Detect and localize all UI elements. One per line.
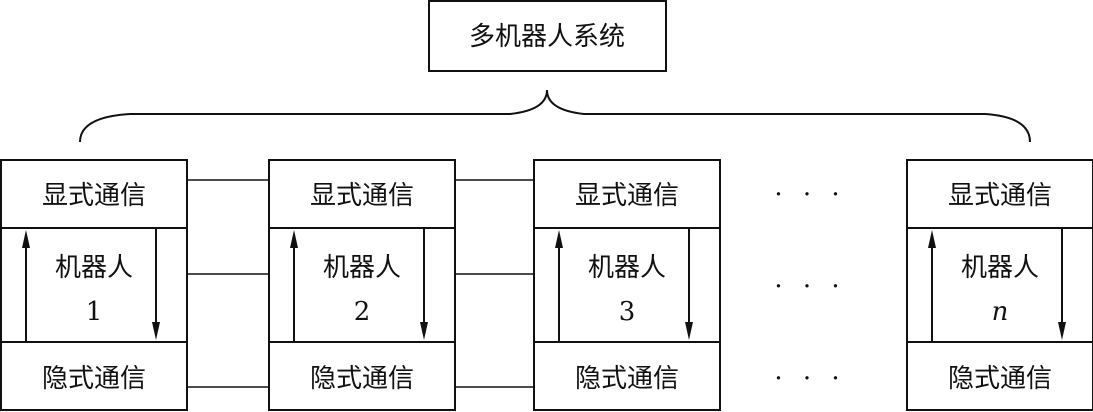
robot-index: 3 — [619, 297, 636, 327]
robot-unit-box — [906, 159, 1093, 411]
curly-brace — [79, 89, 1031, 143]
robot-label: 机器人 — [323, 253, 401, 283]
ellipsis-row-robot: · · · — [774, 272, 845, 302]
explicit-communication-label: 显式通信 — [42, 181, 146, 211]
robot-units: 显式通信机器人1隐式通信显式通信机器人2隐式通信显式通信机器人3隐式通信显式通信… — [0, 159, 1093, 411]
ellipsis-row-implicit: · · · — [774, 364, 845, 394]
explicit-communication-label: 显式通信 — [948, 181, 1052, 211]
ellipsis-group: · · · · · · · · · — [774, 180, 845, 394]
down-arrow-head — [420, 322, 428, 340]
implicit-communication-label: 隐式通信 — [948, 364, 1052, 394]
up-arrow-head — [928, 230, 936, 248]
title-box — [428, 0, 667, 72]
robot-unit-box — [533, 159, 721, 411]
ellipsis-row-explicit: · · · — [774, 180, 845, 210]
robot-index: 2 — [354, 297, 371, 327]
down-arrow-head — [1058, 322, 1066, 340]
robot-label: 机器人 — [961, 253, 1039, 283]
robot-label: 机器人 — [588, 253, 666, 283]
up-arrow-head — [22, 230, 30, 248]
title-text: 多机器人系统 — [469, 22, 625, 52]
robot-unit-box — [268, 159, 456, 411]
title-group: 多机器人系统 — [428, 0, 667, 72]
down-arrow-head — [152, 322, 160, 340]
implicit-communication-label: 隐式通信 — [42, 364, 146, 394]
robot-label: 机器人 — [55, 253, 133, 283]
implicit-communication-label: 隐式通信 — [575, 364, 679, 394]
explicit-communication-label: 显式通信 — [575, 181, 679, 211]
implicit-communication-label: 隐式通信 — [310, 364, 414, 394]
robot-index: n — [992, 297, 1009, 327]
down-arrow-head — [685, 322, 693, 340]
connector-lines — [187, 179, 534, 388]
up-arrow-head — [555, 230, 563, 248]
robot-index: 1 — [86, 297, 103, 327]
up-arrow-head — [290, 230, 298, 248]
explicit-communication-label: 显式通信 — [310, 181, 414, 211]
robot-unit-box — [0, 159, 188, 411]
